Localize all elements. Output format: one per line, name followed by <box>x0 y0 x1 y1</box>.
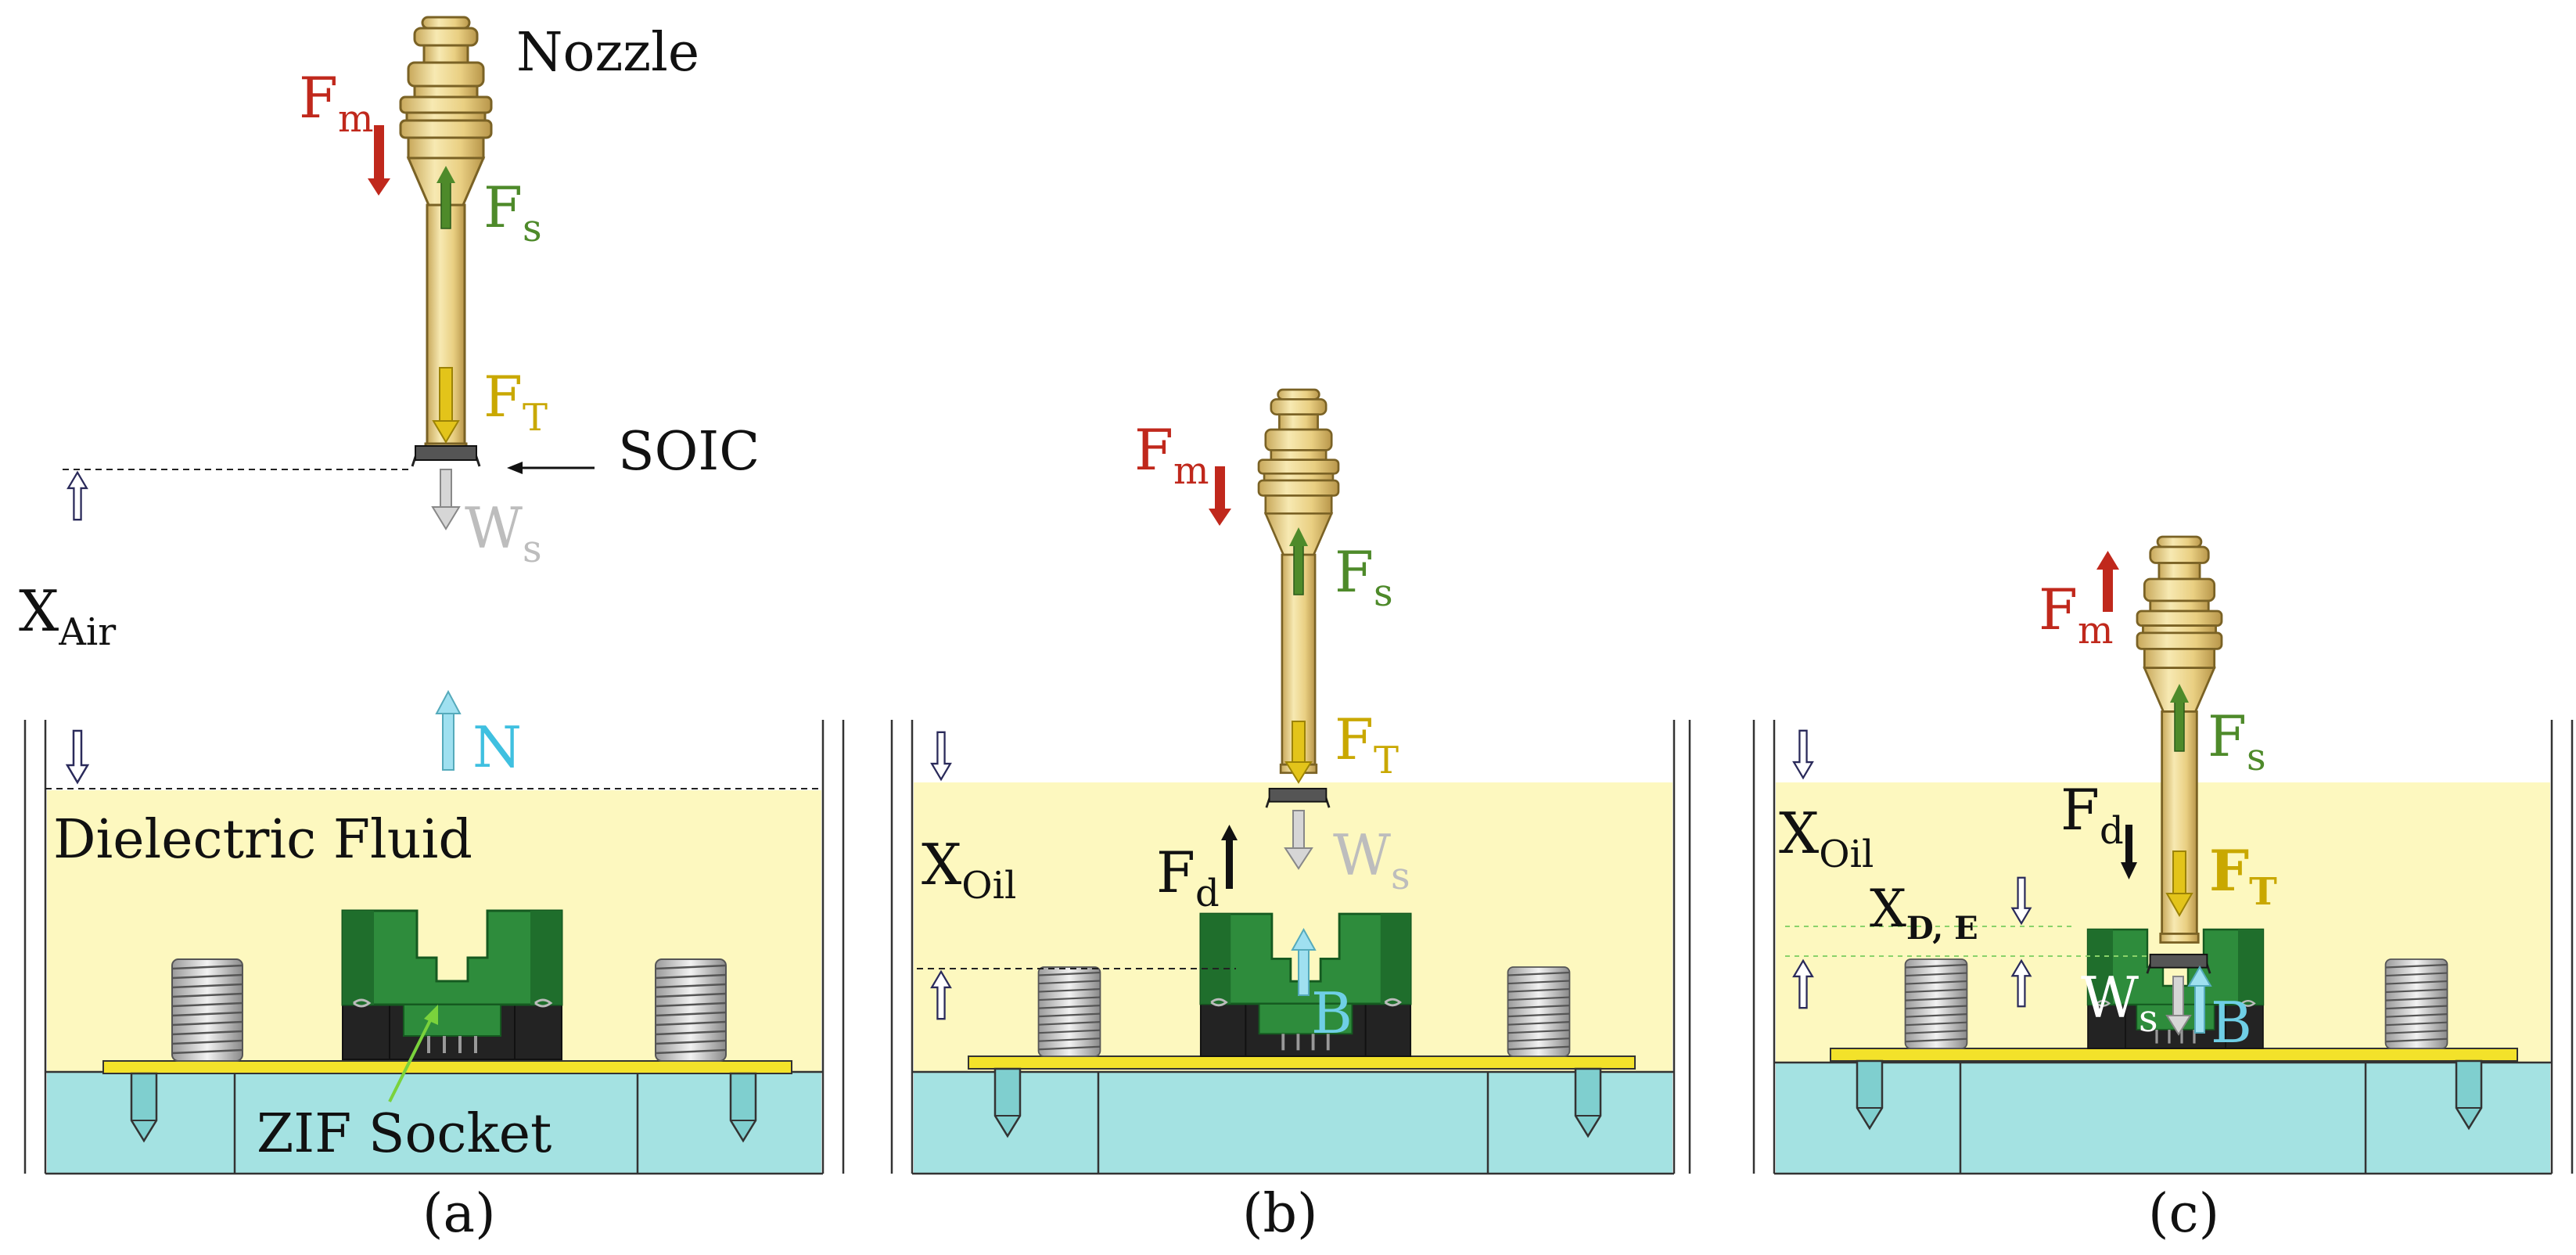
ft-label-c: FT <box>2209 837 2277 914</box>
b-label-c: B <box>2211 990 2252 1055</box>
gap-down-arrow-icon <box>930 731 952 781</box>
fd-label-b: Fd <box>1156 840 1220 915</box>
tank-walls <box>1752 720 2574 1175</box>
ws-arrow-a <box>440 469 452 509</box>
fs-arrow-c <box>2174 700 2185 752</box>
ft-arrow-c <box>2172 850 2186 896</box>
fs-label-b: Fs <box>1335 539 1393 615</box>
pcb <box>102 1060 792 1074</box>
nozzle-label: Nozzle <box>516 22 699 84</box>
caption-c: (c) <box>2148 1183 2219 1245</box>
ft-arrow-a <box>439 367 453 423</box>
gap-down-arrow-icon <box>1792 729 1814 779</box>
panel-b: Fm Fs FT Ws Fd B XOil (b) <box>890 388 1691 1245</box>
ws-label-b: Ws <box>1333 822 1410 898</box>
spring-left <box>1037 966 1101 1058</box>
fs-label-a: Fs <box>483 174 542 250</box>
fm-arrow-b <box>1215 466 1225 510</box>
air-gap-up-arrow-icon <box>66 471 88 521</box>
fm-label-a: Fm <box>299 65 373 141</box>
spring-right <box>654 958 728 1063</box>
spring-right <box>2384 958 2448 1050</box>
fd-arrow-c <box>2125 825 2132 864</box>
soic-chip-a <box>411 444 481 468</box>
ft-label-b: FT <box>1335 707 1399 782</box>
fs-label-c: Fs <box>2208 703 2266 779</box>
caption-a: (a) <box>422 1183 496 1245</box>
ws-arrow-b <box>1292 810 1305 850</box>
n-label-a: N <box>472 714 522 780</box>
ws-arrow-c <box>2172 976 2184 1018</box>
panel-c: Fm Fs FT Fd Ws B XOil XD, E (c) <box>1752 535 2574 1245</box>
base-block <box>47 1072 821 1174</box>
b-arrow-c <box>2194 984 2205 1034</box>
x-oil-label-b: XOil <box>922 832 1016 908</box>
fm-label-c: Fm <box>2039 577 2113 653</box>
air-gap-down-arrow-icon <box>66 729 89 784</box>
de-gap-lines <box>1785 926 2159 957</box>
x-de-label-c: XD, E <box>1870 879 1978 947</box>
base-block <box>1776 1063 2550 1174</box>
dielectric-fluid-label: Dielectric Fluid <box>53 809 472 871</box>
tank-walls <box>890 720 1691 1175</box>
fd-arrow-b <box>1226 839 1233 889</box>
fm-arrow-c <box>2103 568 2113 612</box>
fm-label-b: Fm <box>1134 417 1209 493</box>
spring-left <box>1904 958 1968 1050</box>
ft-arrow-b <box>1292 721 1306 764</box>
zif-pointer <box>388 1016 433 1102</box>
n-arrow-a <box>442 711 454 771</box>
ws-label-a: Ws <box>465 495 542 571</box>
soic-label: SOIC <box>618 421 760 483</box>
spring-left <box>171 958 244 1063</box>
pcb <box>968 1055 1636 1070</box>
fs-arrow-b <box>1293 544 1304 595</box>
b-arrow-b <box>1298 948 1310 996</box>
ft-label-a: FT <box>483 364 548 440</box>
fs-arrow-a <box>440 181 451 229</box>
pcb <box>1830 1048 2518 1062</box>
panel-a: Nozzle SOIC Dielectric Fluid ZIF Socket … <box>19 16 845 1245</box>
base-block <box>914 1072 1672 1174</box>
zif-socket-label: ZIF Socket <box>257 1103 551 1165</box>
caption-b: (b) <box>1242 1183 1318 1245</box>
fm-arrow-a <box>374 125 384 180</box>
x-oil-label-c: XOil <box>1779 800 1874 876</box>
x-air-label: XAir <box>19 578 116 654</box>
b-label-b: B <box>1311 980 1353 1046</box>
ws-label-c: Ws <box>2081 965 2158 1041</box>
spring-right <box>1507 966 1571 1058</box>
fd-label-c: Fd <box>2060 777 2124 853</box>
